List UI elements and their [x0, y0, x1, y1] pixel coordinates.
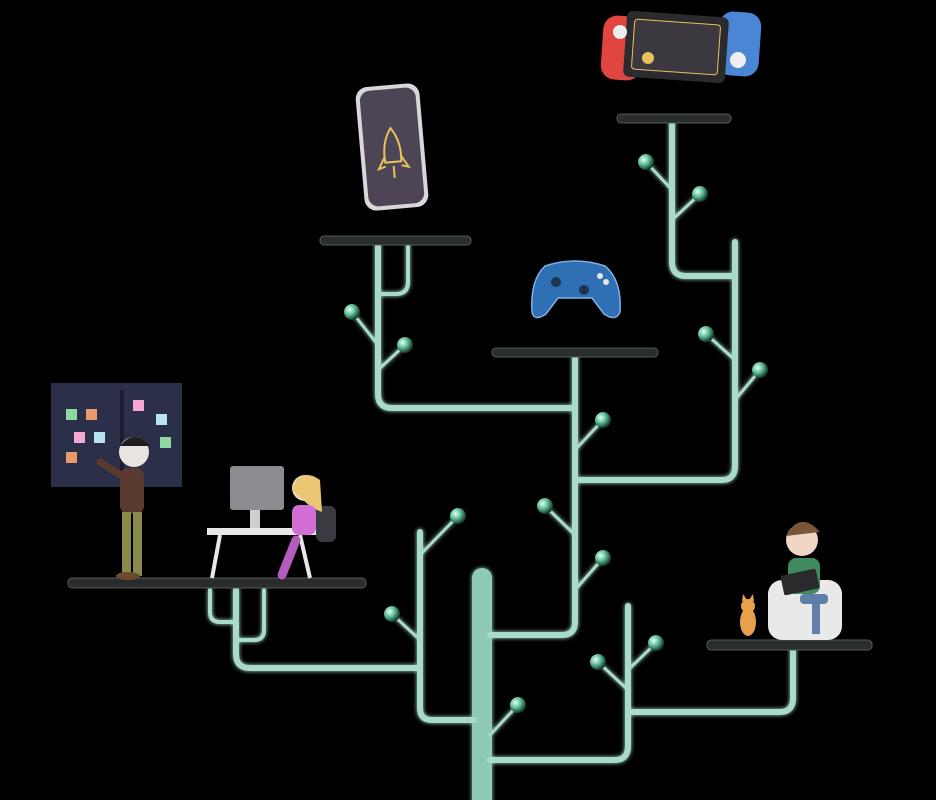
- platform-controller: [491, 347, 659, 358]
- twig-balls: [344, 154, 768, 713]
- person-at-board-icon: [96, 437, 150, 580]
- twigs: [350, 160, 762, 737]
- branch-top-right: [669, 119, 738, 279]
- branch-phone: [375, 241, 578, 411]
- platform-left: [67, 577, 367, 589]
- platform-phone: [319, 235, 472, 246]
- branch-cat-platform: [625, 645, 796, 715]
- platform-right: [706, 639, 873, 651]
- branch-left-platform: [233, 587, 423, 671]
- person-at-desk-icon: [207, 466, 336, 580]
- person-with-laptop-and-cat-icon: [740, 521, 842, 640]
- loop-under-phone: [376, 242, 410, 296]
- pipes: [208, 119, 796, 800]
- branch-left: [417, 529, 477, 723]
- loop-under-left-platform: [208, 588, 266, 642]
- branch-bottom-right: [487, 603, 631, 763]
- platform-top-right: [616, 113, 732, 124]
- smartphone-rocket-icon: [355, 83, 429, 211]
- handheld-console-icon: [600, 10, 762, 84]
- branch-right: [572, 239, 738, 483]
- branch-center: [487, 353, 578, 638]
- game-controller-icon: [531, 260, 621, 319]
